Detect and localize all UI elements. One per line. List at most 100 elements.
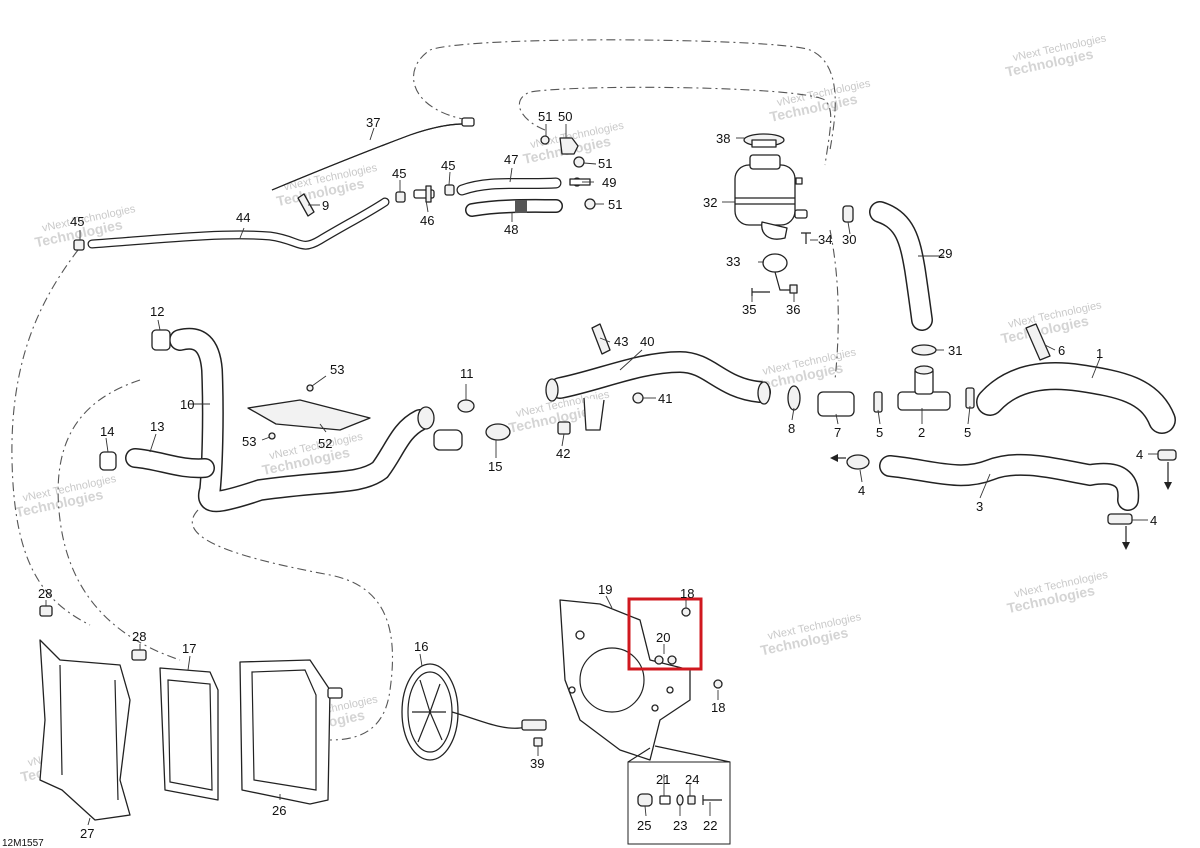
- part-44-hose: [87, 197, 390, 250]
- callout-30: 30: [842, 232, 856, 247]
- part-13-hose: [125, 448, 215, 479]
- arrow-left: [830, 454, 846, 462]
- callout-33: 33: [726, 254, 740, 269]
- part-16-fan: [401, 663, 547, 761]
- callout-32: 32: [703, 195, 717, 210]
- part-53-screw-bottom: [268, 432, 276, 440]
- part-39-connector: [533, 737, 543, 747]
- part-48-hose: [465, 198, 563, 217]
- callout-31: 31: [948, 343, 962, 358]
- callout-21: 21: [656, 772, 670, 787]
- callout-27: 27: [80, 826, 94, 841]
- callout-18-upper: 18: [680, 586, 694, 601]
- callout-28-lower: 28: [132, 629, 146, 644]
- part-4-clamp-right-lower: [1107, 513, 1133, 550]
- part-23-washer: [676, 794, 684, 806]
- callout-49: 49: [602, 175, 616, 190]
- callout-7: 7: [834, 425, 841, 440]
- callout-34: 34: [818, 232, 832, 247]
- part-35-bolt: [751, 288, 770, 296]
- part-50-tee: [559, 137, 579, 155]
- part-17-screen: [159, 667, 219, 801]
- callout-3: 3: [976, 499, 983, 514]
- part-8-clamp: [787, 385, 801, 411]
- part-43-clip: [591, 323, 611, 355]
- callout-51-low: 51: [608, 197, 622, 212]
- part-3-hose: [879, 453, 1140, 511]
- callout-51-mid: 51: [598, 156, 612, 171]
- callout-13: 13: [150, 419, 164, 434]
- callout-39: 39: [530, 756, 544, 771]
- part-22-bolt: [702, 795, 722, 805]
- callout-20: 20: [656, 630, 670, 645]
- part-24-nut: [687, 795, 696, 805]
- callout-42: 42: [556, 446, 570, 461]
- highlight-box-18-20: [627, 597, 703, 671]
- part-45-clamp-right: [444, 184, 455, 196]
- part-12-sleeve: [151, 329, 171, 351]
- callout-43: 43: [614, 334, 628, 349]
- callout-12: 12: [150, 304, 164, 319]
- part-9-clip: [297, 193, 315, 217]
- part-41-nut: [632, 392, 644, 404]
- part-37-overflow-hose: [271, 117, 475, 191]
- part-52-shield: [247, 399, 371, 431]
- part-10-pipe: [169, 327, 435, 513]
- callout-48: 48: [504, 222, 518, 237]
- callout-6: 6: [1058, 343, 1065, 358]
- callout-5-right: 5: [964, 425, 971, 440]
- callout-38: 38: [716, 131, 730, 146]
- part-15-clamp: [433, 423, 511, 451]
- callout-14: 14: [100, 424, 114, 439]
- part-42-bolt: [557, 421, 571, 435]
- routing-lines: [11, 39, 839, 741]
- part-4-clamp-left: [846, 454, 870, 470]
- part-34-screw: [801, 232, 811, 244]
- part-18-nut-upper: [681, 607, 691, 617]
- fastener-detail-inset: [627, 745, 731, 845]
- callout-9: 9: [322, 198, 329, 213]
- callout-52: 52: [318, 436, 332, 451]
- callout-8: 8: [788, 421, 795, 436]
- callout-4-right-lower: 4: [1150, 513, 1157, 528]
- part-28-clip-lower: [131, 649, 147, 661]
- callout-37: 37: [366, 115, 380, 130]
- part-30-clamp: [842, 205, 854, 223]
- callout-18-lower: 18: [711, 700, 725, 715]
- part-26-radiator: [239, 659, 343, 805]
- callout-15: 15: [488, 459, 502, 474]
- part-6-clip: [1025, 323, 1051, 361]
- callout-17: 17: [182, 641, 196, 656]
- part-1-hose: [976, 362, 1176, 434]
- part-47-hose: [456, 177, 562, 196]
- part-14-sleeve: [99, 451, 117, 471]
- callout-1: 1: [1096, 346, 1103, 361]
- callout-2: 2: [918, 425, 925, 440]
- callout-4-left: 4: [858, 483, 865, 498]
- callout-36: 36: [786, 302, 800, 317]
- callout-26: 26: [272, 803, 286, 818]
- callout-24: 24: [685, 772, 699, 787]
- callout-16: 16: [414, 639, 428, 654]
- part-27-shroud: [39, 639, 131, 821]
- part-51-cap-low: [584, 198, 596, 210]
- callout-23: 23: [673, 818, 687, 833]
- callout-labels: 1 2 3 4 4 4 5 5 6 7 8 9 10 11 12 13 14 1…: [38, 109, 1157, 841]
- part-53-screw-top: [306, 384, 314, 392]
- callout-4-right-upper: 4: [1136, 447, 1143, 462]
- callout-22: 22: [703, 818, 717, 833]
- callout-11: 11: [460, 366, 474, 381]
- callout-10: 10: [180, 397, 194, 412]
- part-18-nut-lower: [713, 679, 723, 689]
- callout-25: 25: [637, 818, 651, 833]
- part-29-hose: [869, 201, 933, 331]
- callout-47: 47: [504, 152, 518, 167]
- callout-45-mid: 45: [392, 166, 406, 181]
- part-28-clip-upper: [39, 605, 53, 617]
- part-20-grommet-right: [667, 655, 677, 665]
- part-45-clamp-mid: [395, 191, 406, 203]
- callout-45-right: 45: [441, 158, 455, 173]
- leader-lines: [45, 124, 1158, 826]
- part-45-clamp-left: [73, 239, 85, 251]
